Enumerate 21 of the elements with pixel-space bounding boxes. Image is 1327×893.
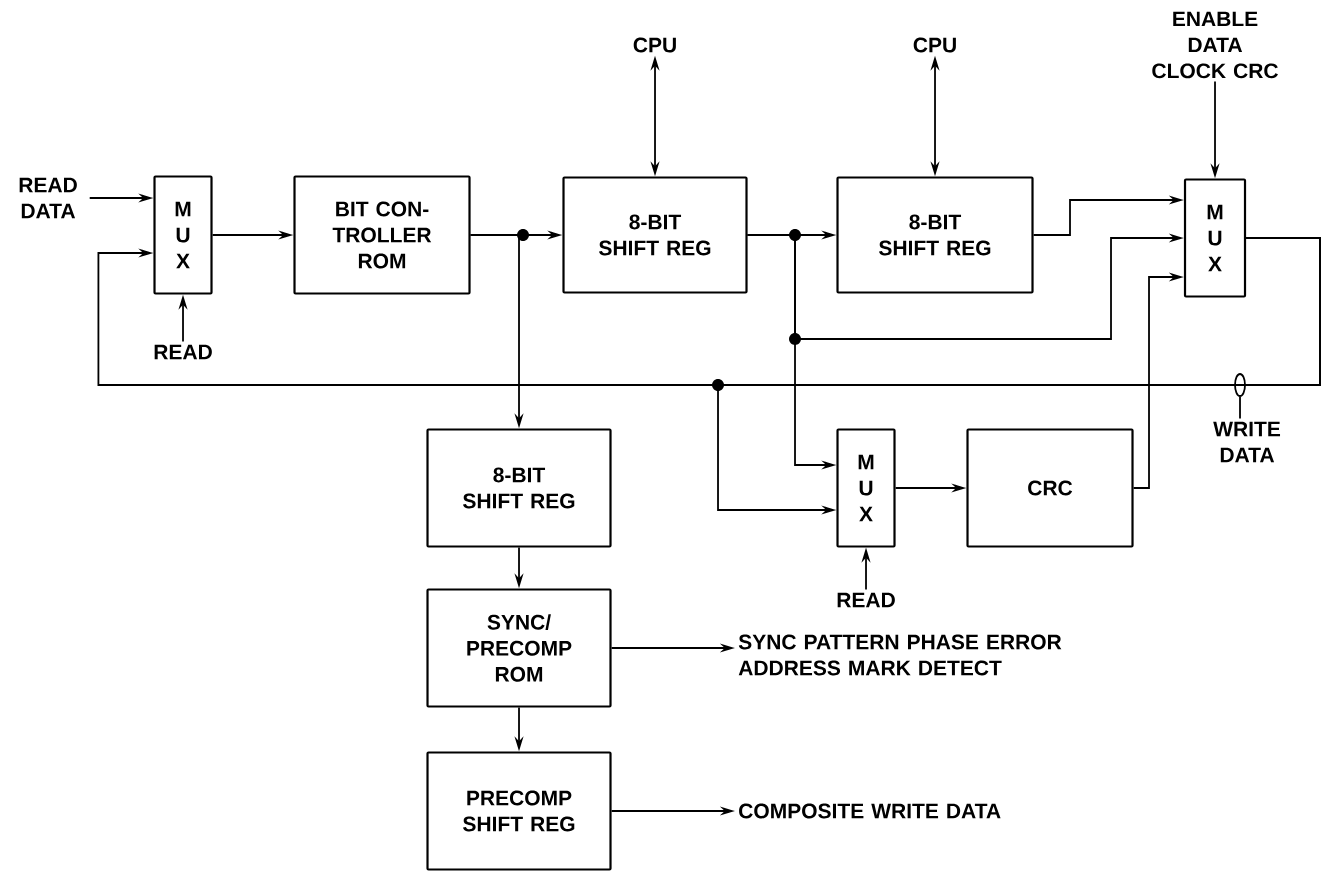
block-box: BIT CON- TROLLER ROM [293, 175, 471, 295]
signal-label: READ [837, 592, 895, 608]
block-box: SYNC/ PRECOMP ROM [426, 588, 612, 708]
signal-label: SYNC PATTERN PHASE ERROR ADDRESS MARK DETECT [738, 634, 1062, 676]
block-box: CRC [966, 428, 1134, 548]
signal-label: COMPOSITE WRITE DATA [739, 803, 1001, 819]
block-box: 8-BIT SHIFT REG [562, 176, 748, 294]
signal-label: CPU [913, 37, 956, 53]
leader-line [1239, 396, 1241, 420]
block-box: 8-BIT SHIFT REG [836, 176, 1034, 294]
wire-marker [1234, 373, 1246, 397]
signal-label: READ DATA [19, 177, 77, 219]
block-box: PRECOMP SHIFT REG [426, 751, 612, 871]
signal-label: ENABLE DATA CLOCK CRC [1152, 11, 1278, 79]
signal-label: WRITE DATA [1213, 421, 1281, 463]
signal-label: READ [154, 344, 212, 360]
signal-label: CPU [633, 37, 676, 53]
multiplexer-box: M U X [1183, 178, 1247, 298]
block-box: 8-BIT SHIFT REG [426, 428, 612, 548]
multiplexer-box: M U X [836, 428, 896, 548]
multiplexer-box: M U X [153, 175, 213, 295]
